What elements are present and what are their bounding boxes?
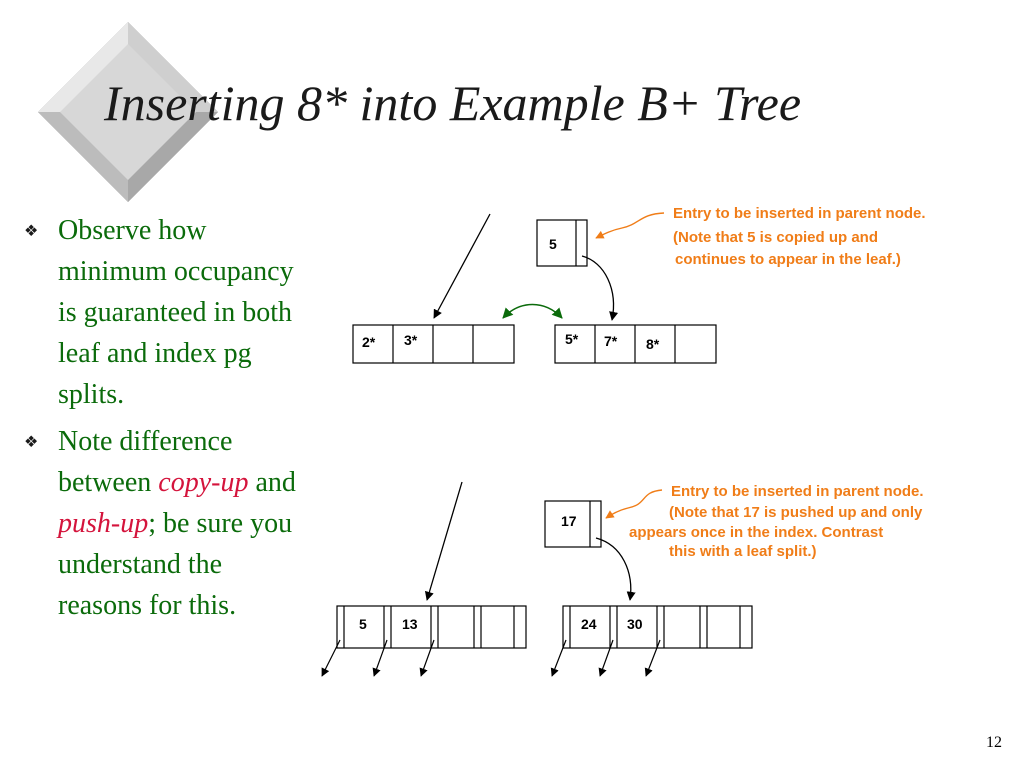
index-key: 5 [359,616,367,632]
leaf-split-note-line: Entry to be inserted in parent node. [673,205,926,222]
parent-entry-box [544,500,602,548]
copy-up-term: copy-up [158,467,249,498]
pointer-arrow [581,255,619,321]
bullet-text: ; be sure you understand the reasons for… [58,508,293,621]
page-number: 12 [986,734,1002,751]
annotation-pointer [595,212,665,239]
bullet-diamond-icon: ❖ [24,434,39,451]
bullet-text: Observe how minimum occupancy is guarant… [58,215,294,410]
index-key: 13 [402,616,418,632]
bullet-diamond-icon: ❖ [24,223,39,240]
parent-entry-key: 17 [561,513,577,529]
child-pointer-arrow [644,639,661,677]
pointer-arrow [595,537,636,601]
index-split-note-line: this with a leaf split.) [669,543,817,560]
parent-entry-box [536,219,588,267]
leaf-entry: 7* [604,333,618,349]
index-key: 24 [581,616,597,632]
child-pointer-arrow [419,639,435,677]
child-pointer-arrow [550,639,567,677]
bullet-item: ❖ Observe how minimum occupancy is guara… [22,210,307,415]
leaf-entry: 8* [646,336,660,352]
leaf-split-note-line: (Note that 5 is copied up and [673,229,879,246]
leaf-entry: 5* [565,331,579,347]
leaf-split-note-line: continues to appear in the leaf.) [675,251,901,268]
push-up-term: push-up [58,508,149,539]
slide-title: Inserting 8* into Example B+ Tree [104,75,802,131]
index-key: 30 [627,616,643,632]
bullet-text: Note difference between [58,426,233,498]
diamond-logo [38,22,218,202]
sibling-link-arrow [502,303,563,319]
child-pointer-arrow [598,639,614,677]
pointer-arrow [433,213,491,319]
leaf-entry: 3* [404,332,418,348]
bullet-item: ❖ Note difference between copy-up and pu… [22,421,307,626]
child-pointer-arrow [372,639,388,677]
index-split-note-line: appears once in the index. Contrast [629,524,884,541]
parent-entry-key: 5 [549,236,557,252]
index-split-note-line: (Note that 17 is pushed up and only [669,504,923,521]
index-split-note-line: Entry to be inserted in parent node. [671,483,924,500]
bullet-text: and [248,467,296,498]
bullet-list: ❖ Observe how minimum occupancy is guara… [22,210,307,632]
leaf-entry: 2* [362,334,376,350]
pointer-arrow [424,481,463,601]
child-pointer-arrow [321,639,341,677]
annotation-pointer [605,489,663,519]
